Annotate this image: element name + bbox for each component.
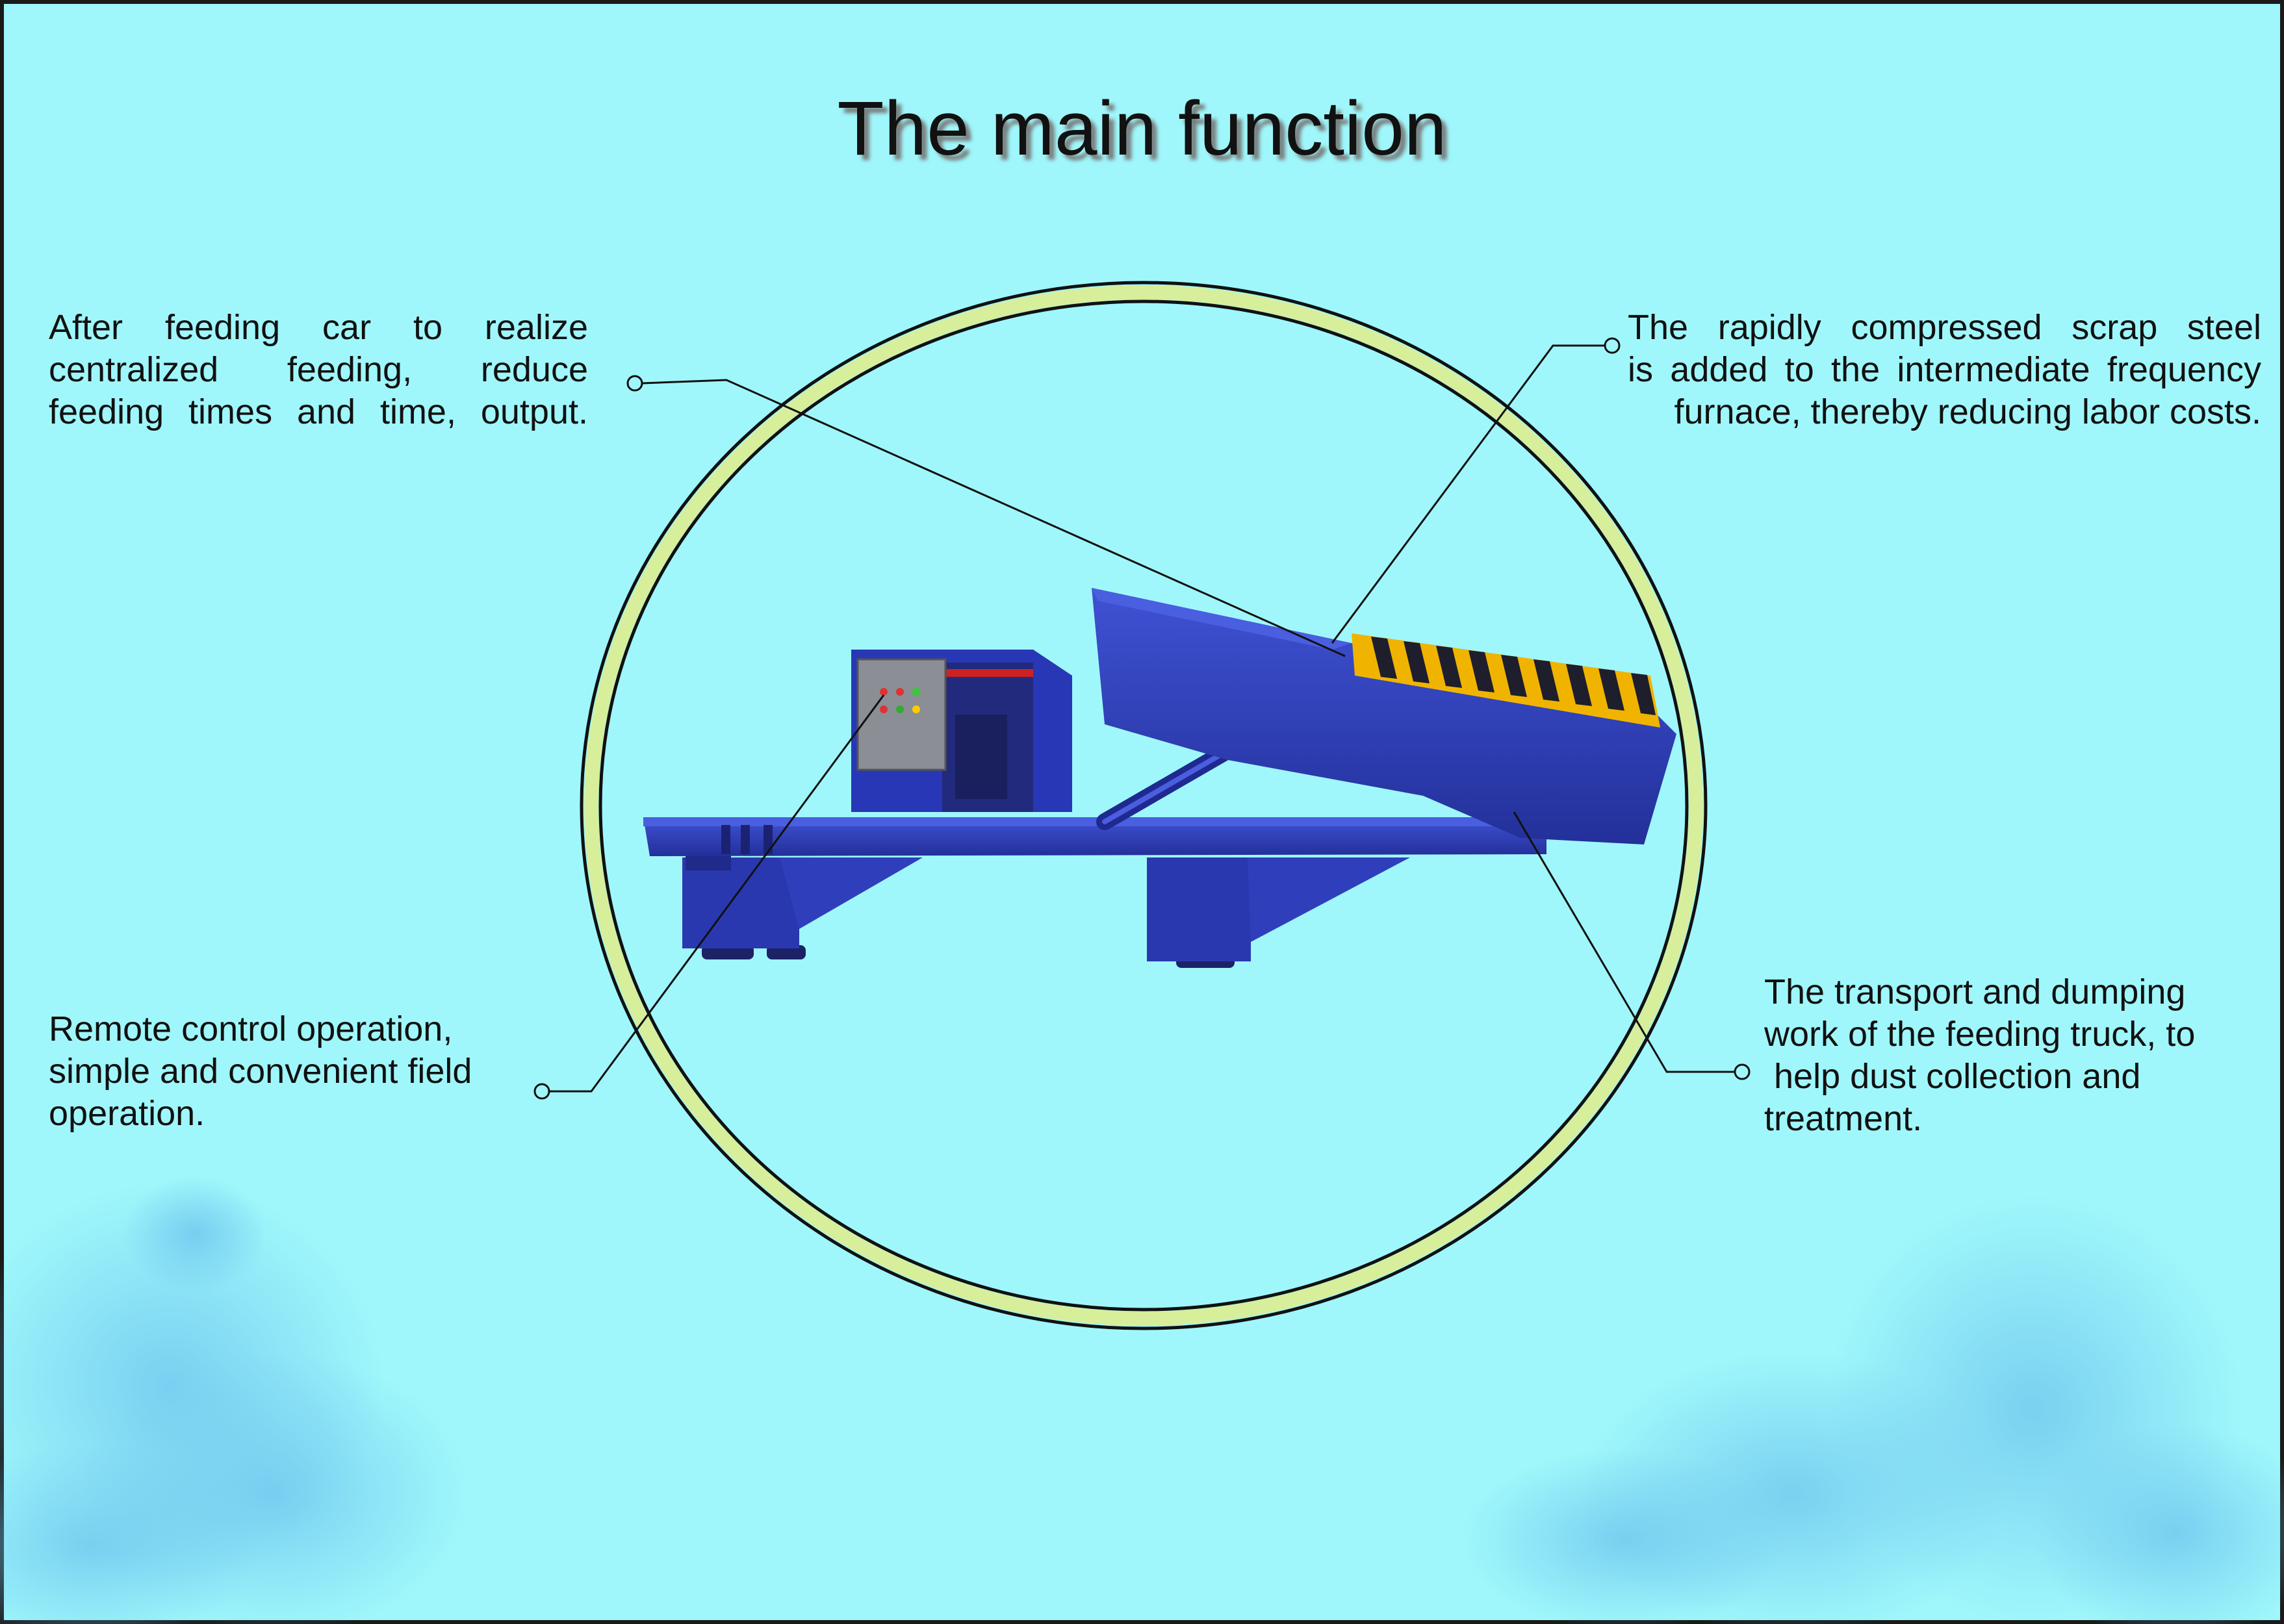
caption-line: After feeding car to realize: [49, 308, 588, 347]
watercolor-splash-left: [0, 1176, 468, 1624]
leader-dot-bottom-left: [533, 1083, 550, 1100]
caption-line: centralized feeding, reduce: [49, 350, 588, 389]
caption-line: The transport and dumping: [1764, 972, 2186, 1011]
feeding-truck-machine: [643, 588, 1676, 968]
page-title: The main function: [837, 86, 1447, 171]
highlight-ring: [580, 281, 1708, 1330]
leader-bottom-left: [549, 694, 885, 1093]
caption-line: work of the feeding truck, to: [1764, 1015, 2196, 1054]
caption-line: treatment.: [1764, 1099, 1923, 1138]
warning-stripes: [1352, 633, 1660, 728]
leader-top-right: [1331, 344, 1605, 644]
leader-bottom-right: [1513, 811, 1735, 1073]
caption-top-left: After feeding car to realize centralized…: [49, 307, 588, 433]
caption-line: is added to the intermediate frequency: [1628, 350, 2261, 389]
leader-lines: [533, 337, 1751, 1100]
caption-top-right: The rapidly compressed scrap steel is ad…: [1628, 307, 2261, 433]
caption-bottom-right: The transport and dumping work of the fe…: [1764, 971, 2271, 1140]
caption-line: help dust collection and: [1764, 1057, 2141, 1096]
caption-line: operation.: [49, 1094, 205, 1133]
leader-dot-top-left: [626, 375, 643, 392]
caption-bottom-left: Remote control operation, simple and con…: [49, 1008, 569, 1135]
caption-line: feeding times and time, output.: [49, 392, 588, 431]
leader-dot-bottom-right: [1734, 1063, 1751, 1080]
caption-line: Remote control operation,: [49, 1009, 453, 1048]
caption-line: simple and convenient field: [49, 1052, 472, 1091]
leader-top-left: [641, 379, 1346, 657]
caption-line: The rapidly compressed scrap steel: [1628, 308, 2261, 347]
watercolor-splash-right: [1462, 1195, 2284, 1624]
leader-dot-top-right: [1604, 337, 1621, 354]
caption-line: furnace, thereby reducing labor costs.: [1674, 392, 2262, 431]
